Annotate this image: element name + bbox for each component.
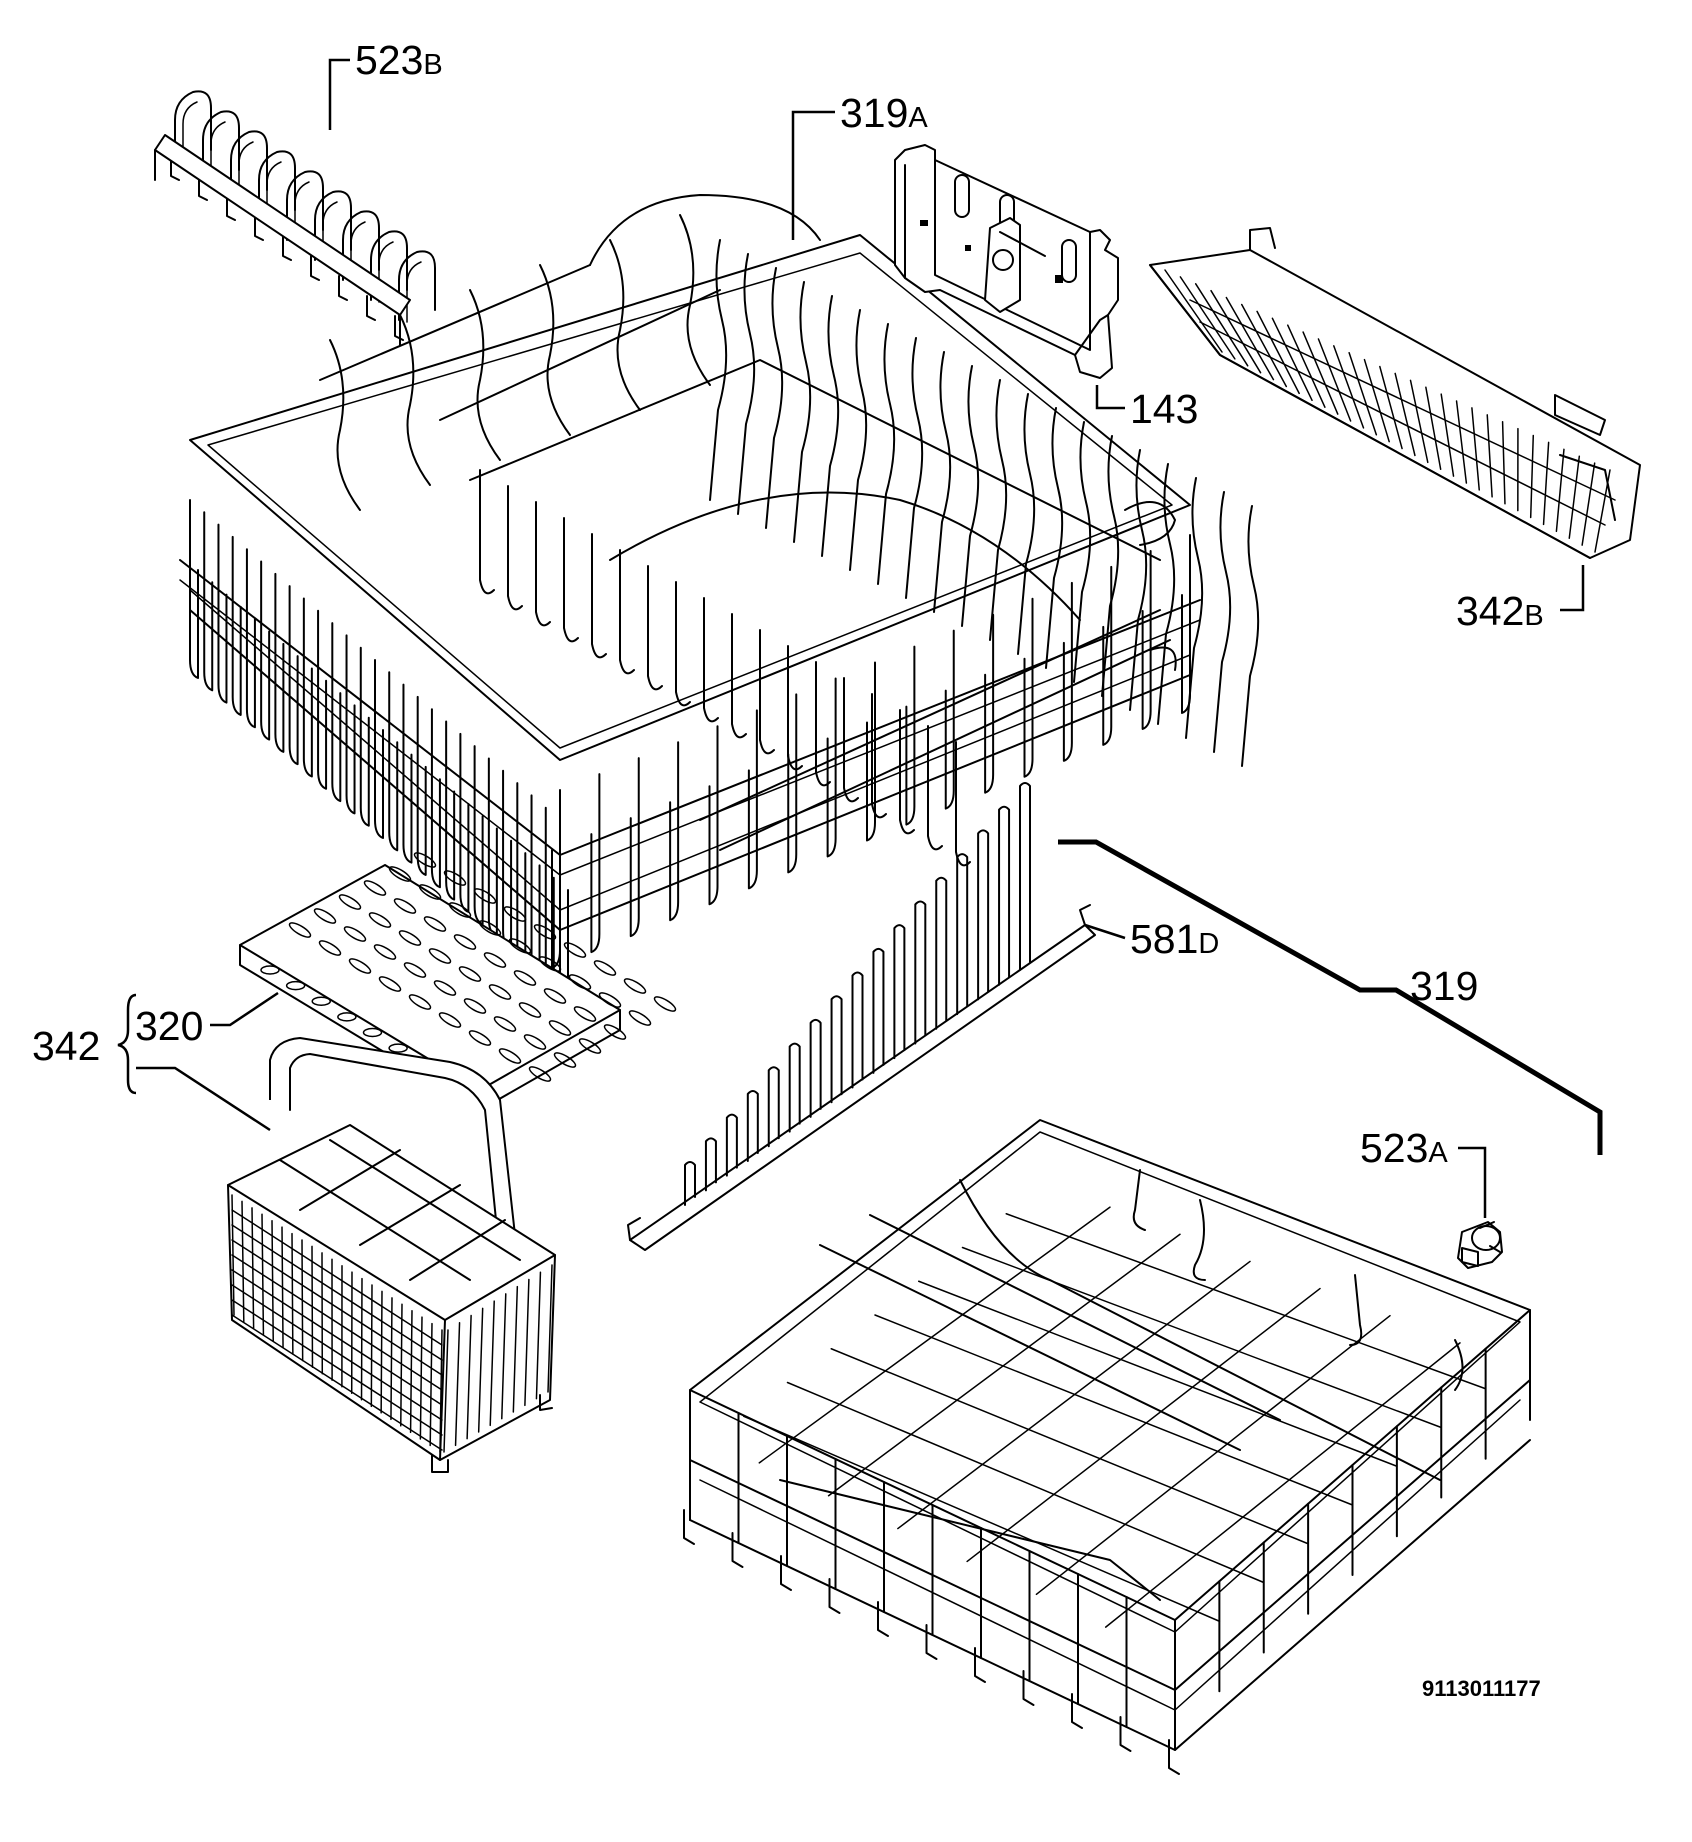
label-143: 143 bbox=[1130, 386, 1198, 432]
cutlery-basket-342 bbox=[227, 1037, 556, 1473]
label-581d: 581D bbox=[1130, 916, 1219, 962]
label-523a: 523A bbox=[1360, 1125, 1448, 1171]
label-342b: 342B bbox=[1456, 588, 1544, 634]
label-319: 319 bbox=[1410, 963, 1478, 1009]
lower-basket-319 bbox=[683, 1119, 1531, 1775]
basket-wheel-523a bbox=[1457, 1221, 1503, 1269]
cutlery-tray-342b bbox=[1149, 227, 1641, 559]
drawing-number: 9113011177 bbox=[1422, 1676, 1541, 1701]
label-319a: 319A bbox=[840, 90, 928, 136]
label-342: 342 bbox=[32, 1023, 100, 1069]
label-523b: 523B bbox=[355, 37, 443, 83]
label-320: 320 bbox=[135, 1003, 203, 1049]
rail-bracket-143 bbox=[894, 144, 1119, 379]
tine-rack-581d bbox=[627, 782, 1096, 1251]
upper-basket-319a bbox=[179, 194, 1260, 999]
part-labels: 523B 319A 143 342B 581D 319 523A 320 342… bbox=[32, 37, 1544, 1701]
comb-insert-523b bbox=[154, 90, 436, 346]
leader-lines bbox=[117, 58, 1603, 1218]
